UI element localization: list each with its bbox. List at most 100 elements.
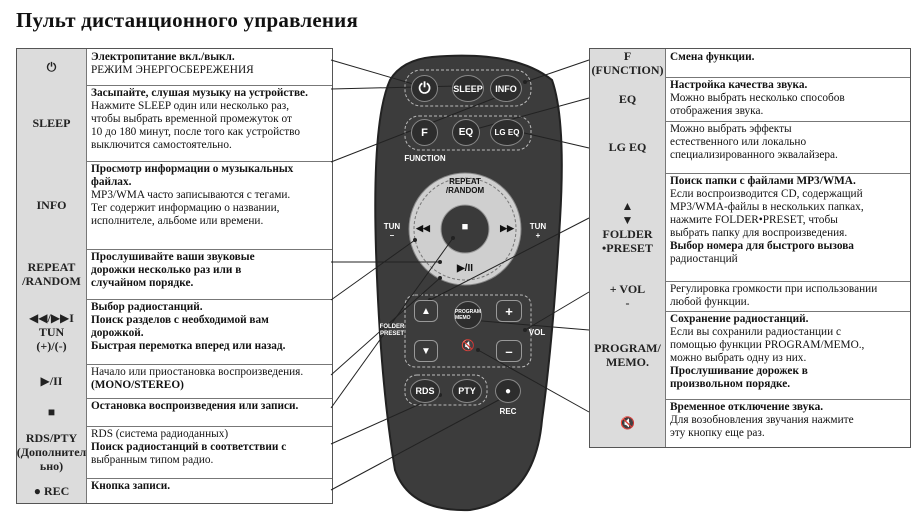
remote-rds-button[interactable]: RDS (410, 379, 440, 403)
remote-vol-minus-button[interactable]: – (496, 340, 522, 362)
left-description-line: Поиск разделов с необходимой вам (91, 314, 269, 326)
left-row-description: Начало или приостановка воспроизведения.… (87, 364, 332, 398)
remote-sleep-button[interactable]: SLEEP (452, 75, 484, 102)
remote-play-pause-button[interactable]: ▶/II (456, 263, 474, 274)
left-key-label: /RANDOM (22, 274, 81, 288)
right-description-line: специализированного эквалайзера. (670, 149, 838, 161)
right-description-line: нажмите FOLDER•PRESET, чтобы (670, 214, 838, 226)
left-key-label: (+)/(-) (36, 338, 67, 353)
remote-vol-plus-button[interactable]: + (496, 300, 522, 322)
left-key-label: ● REC (33, 483, 70, 498)
right-description-line: произвольном порядке. (670, 378, 791, 390)
right-key-label: PROGRAM/ (594, 341, 661, 355)
right-row: PROGRAM/MEMO.Сохранение радиостанций.Есл… (590, 311, 910, 400)
left-description-line: Остановка воспроизведения или записи. (91, 400, 299, 412)
remote-folder-up-button[interactable]: ▲ (414, 300, 438, 322)
right-row: F(FUNCTION) Смена функции. (590, 49, 910, 78)
remote-program-memo-button[interactable]: PROGRAM MEMO (454, 301, 482, 329)
left-description-line: случайном порядке. (91, 277, 194, 289)
remote-power-button[interactable]: ⏻ (411, 75, 438, 102)
right-description-line: Настройка качества звука. (670, 79, 808, 91)
left-row: ● REC Кнопка записи. (17, 478, 332, 503)
right-function-table: F(FUNCTION) Смена функции. EQ Настройка кач… (589, 48, 911, 448)
left-key-label: REPEAT (27, 260, 76, 274)
left-description-line: исполнителе, альбоме или времени. (91, 215, 264, 227)
remote-f-button[interactable]: F (411, 119, 438, 146)
remote-lgeq-button[interactable]: LG EQ (490, 119, 524, 146)
remote-prev-button[interactable]: ◀◀ (416, 223, 430, 233)
right-description-line: Если вы сохранили радиостанции с (670, 326, 841, 338)
right-description-line: радиостанций (670, 253, 738, 265)
remote-eq-button[interactable]: EQ (452, 119, 480, 146)
right-key-label: EQ (618, 92, 637, 106)
right-key-label: + VOL (609, 282, 646, 296)
connector-tun (330, 239, 416, 301)
connector-lgeq (519, 131, 590, 149)
left-description-line: MP3/WMA часто записываются с тегами. (91, 189, 291, 201)
remote-mute-button[interactable]: 🔇 (461, 340, 475, 352)
remote-folder-preset-label: FOLDER PRESET (379, 324, 405, 337)
remote-rec-button[interactable]: ● (495, 379, 521, 403)
left-key-label: ◀◀/▶▶I (29, 310, 74, 325)
right-description-line: Смена функции. (670, 51, 755, 63)
remote-folder-down-button[interactable]: ▼ (414, 340, 438, 362)
left-row: ■ Остановка воспроизведения или записи. (17, 398, 332, 427)
right-description-line: отображения звука. (670, 105, 764, 117)
right-description-line: Регулировка громкости при использовании (670, 283, 878, 295)
left-description-line: Электропитание вкл./выкл. (91, 51, 235, 63)
right-description-line: любой функции. (670, 296, 750, 308)
left-description-line: Выбор радиостанций. (91, 301, 203, 313)
left-description-line: 10 до 180 минут, после того как устройст… (91, 126, 301, 138)
right-key-label: (FUNCTION) (591, 63, 664, 77)
remote-tun-minus-label[interactable]: TUN – (383, 222, 401, 240)
left-function-table: ⏻ Электропитание вкл./выкл.РЕЖИМ ЭНЕРГОСБ… (16, 48, 333, 504)
left-row-key: ■ (17, 398, 87, 426)
right-key-label: LG EQ (608, 140, 647, 154)
left-description-line: RDS (система радиоданных) (91, 428, 229, 440)
right-key-label: ▼ (621, 213, 634, 227)
remote-repeat-random-label[interactable]: REPEAT /RANDOM (445, 177, 485, 195)
right-row-key: F(FUNCTION) (590, 49, 666, 77)
left-key-label: ⏻ (46, 60, 57, 74)
left-description-line: (MONO/STEREO) (91, 379, 184, 391)
right-description-line: Можно выбрать эффекты (670, 123, 792, 135)
right-description-line: Если воспроизводится CD, содержащий (670, 188, 863, 200)
right-key-label: MEMO. (606, 355, 649, 369)
remote-tun-plus-label[interactable]: TUN + (529, 222, 547, 240)
left-row-key: REPEAT/RANDOM (17, 249, 87, 299)
right-key-label: FOLDER (602, 227, 653, 241)
right-description-line: можно выбрать одну из них. (670, 352, 807, 364)
remote-vol-label: VOL (528, 328, 546, 337)
remote-stop-button[interactable]: ■ (461, 221, 469, 233)
left-description-line: Поиск радиостанций в соответствии с (91, 441, 287, 453)
left-row-description: RDS (система радиоданных)Поиск радиостан… (87, 426, 332, 478)
left-row-key: ⏻ (17, 49, 87, 85)
remote-pty-button[interactable]: PTY (452, 379, 482, 403)
right-key-label: - (625, 296, 630, 310)
left-description-line: дорожки несколько раз или в (91, 264, 242, 276)
right-row-key: PROGRAM/MEMO. (590, 311, 666, 399)
right-row-description: Временное отключение звука.Для возобновл… (666, 399, 910, 447)
left-row-description: Выбор радиостанций.Поиск разделов с необ… (87, 299, 332, 364)
left-row-description: Засыпайте, слушая музыку на устройстве.Н… (87, 85, 332, 161)
remote-rec-label: REC (499, 407, 517, 416)
remote-next-button[interactable]: ▶▶ (500, 223, 514, 233)
right-description-line: Выбор номера для быстрого вызова (670, 240, 854, 252)
left-description-line: чтобы выбрать временной промежуток от (91, 113, 292, 125)
left-description-line: выключится самостоятельно. (91, 139, 232, 151)
remote-info-button[interactable]: INFO (490, 75, 522, 102)
left-description-line: Тег содержит информацию о названии, (91, 202, 280, 214)
left-row-description: Электропитание вкл./выкл.РЕЖИМ ЭНЕРГОСБЕ… (87, 49, 332, 85)
right-description-line: выбрать папку для воспроизведения. (670, 227, 848, 239)
left-row-description: Кнопка записи. (87, 478, 332, 503)
right-row-key: + VOL- (590, 281, 666, 311)
connector-mute (477, 349, 590, 413)
page-title: Пульт дистанционного управления (16, 8, 359, 32)
